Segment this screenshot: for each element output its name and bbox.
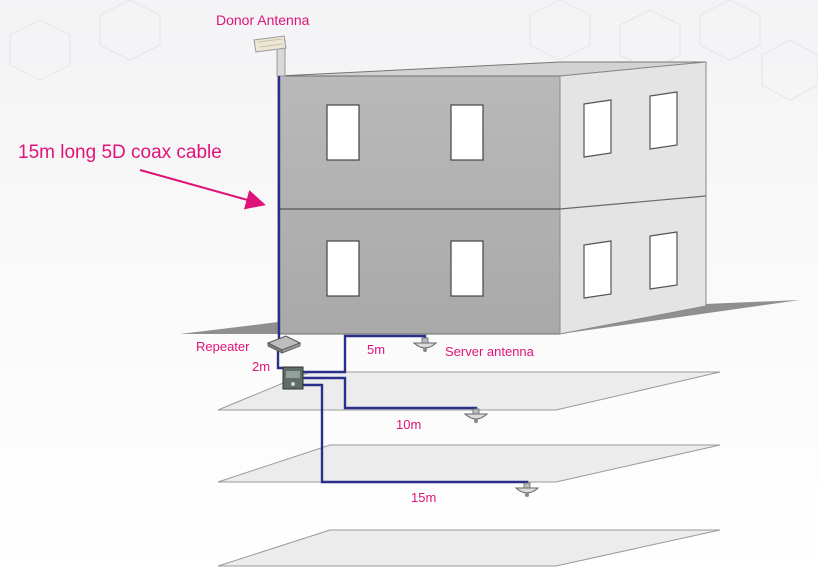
window [583, 99, 612, 158]
donor-antenna-label: Donor Antenna [216, 12, 310, 28]
window [326, 104, 360, 161]
server-antenna-label: Server antenna [445, 344, 535, 359]
server-antenna-icon [514, 482, 540, 497]
server-antenna-icon [412, 337, 438, 352]
distance-label-2m: 2m [252, 359, 270, 374]
coax-cable-label: 15m long 5D coax cable [18, 142, 222, 163]
distance-label-5m: 5m [367, 342, 385, 357]
floor-divider-side [559, 195, 707, 210]
distance-label-15m: 15m [411, 490, 436, 505]
window [583, 240, 612, 299]
building-front-wall [277, 75, 561, 335]
building [277, 61, 707, 335]
power-splitter-icon [282, 366, 304, 390]
floor-slab-1 [217, 371, 721, 411]
window [326, 240, 360, 297]
cable-annotation-arrow [139, 169, 266, 210]
donor-antenna-icon [253, 35, 287, 77]
repeater-label: Repeater [196, 339, 250, 354]
distance-label-10m: 10m [396, 417, 421, 432]
window [450, 240, 484, 297]
window [450, 104, 484, 161]
window [649, 231, 678, 290]
floor-slab-3 [217, 529, 721, 567]
window [649, 91, 678, 150]
repeater-icon [266, 335, 302, 354]
server-antenna-icon [463, 408, 489, 423]
